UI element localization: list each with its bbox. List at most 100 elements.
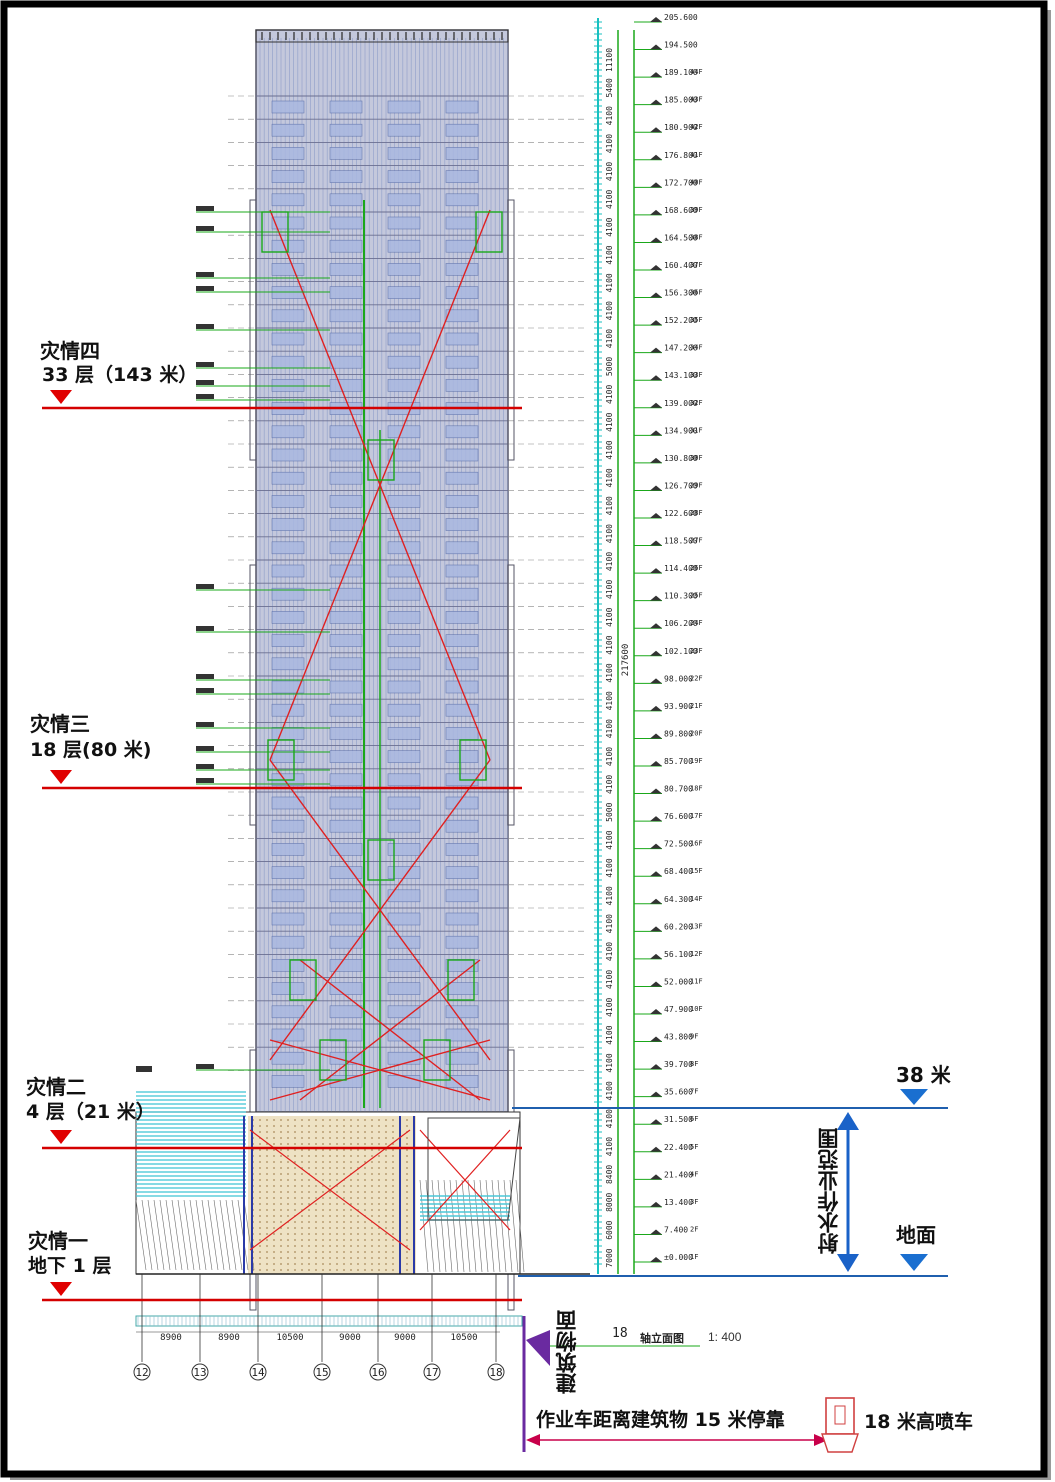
podium-dot xyxy=(392,1161,394,1163)
podium-dot xyxy=(322,1251,324,1253)
elevation-level: 164.500 xyxy=(664,233,698,242)
podium-dot xyxy=(315,1215,317,1217)
elevation-floor: 29F xyxy=(690,481,703,489)
window-block xyxy=(387,355,421,369)
axis-bubble xyxy=(133,1363,151,1381)
podium-dot xyxy=(287,1185,289,1187)
elevation-level: 13.400 xyxy=(664,1198,693,1207)
window-block xyxy=(271,796,305,810)
podium-dot xyxy=(378,1257,380,1259)
window-block xyxy=(387,1005,421,1019)
podium-hatch xyxy=(165,1199,177,1271)
podium-dot xyxy=(392,1203,394,1205)
podium-dot xyxy=(287,1263,289,1265)
elevation-level: 60.200 xyxy=(664,922,693,931)
window-block xyxy=(271,935,305,949)
elevation-floor: 4F xyxy=(690,1170,698,1178)
leader-tag xyxy=(196,778,214,783)
podium-dot xyxy=(371,1197,373,1199)
window-block xyxy=(445,982,479,995)
podium-dot xyxy=(336,1131,338,1133)
bay-width: 10500 xyxy=(276,1333,303,1343)
podium-dot xyxy=(301,1137,303,1139)
elevation-level: 68.400 xyxy=(664,867,693,876)
window-block xyxy=(329,959,363,972)
window-block xyxy=(387,680,421,694)
window-block xyxy=(271,564,305,578)
elevation-floor: 27F xyxy=(690,537,703,545)
window-block xyxy=(271,1051,305,1065)
podium-dot xyxy=(301,1227,303,1229)
window-block xyxy=(329,425,363,439)
podium-dot xyxy=(301,1215,303,1217)
podium-dot xyxy=(343,1161,345,1163)
floor-height: 4100 xyxy=(605,552,614,571)
elevation-marker xyxy=(650,1201,662,1207)
podium-dot xyxy=(336,1143,338,1145)
truck-distance-label: 作业车距离建筑物 15 米停靠 xyxy=(536,1409,785,1431)
podium-dot xyxy=(357,1239,359,1241)
window-block xyxy=(271,982,305,995)
podium-dot xyxy=(315,1227,317,1229)
podium-dot xyxy=(392,1263,394,1265)
podium-dot xyxy=(392,1239,394,1241)
window-block xyxy=(445,889,479,903)
podium-dot xyxy=(315,1209,317,1211)
podium-dot xyxy=(266,1203,268,1205)
truck-arrow-left xyxy=(526,1434,540,1446)
podium-dot xyxy=(378,1233,380,1235)
podium-dot xyxy=(343,1203,345,1205)
podium-dot xyxy=(315,1119,317,1121)
podium-dot xyxy=(315,1161,317,1163)
window-block xyxy=(271,866,305,879)
podium-dot xyxy=(280,1167,282,1169)
podium-dot xyxy=(385,1221,387,1223)
podium-dot xyxy=(364,1269,366,1271)
axis-number: 12 xyxy=(135,1366,148,1379)
annotation-bracket xyxy=(319,1039,347,1081)
podium-dot xyxy=(371,1245,373,1247)
podium-dot xyxy=(371,1257,373,1259)
window-block xyxy=(329,239,363,253)
window-block xyxy=(387,1051,421,1065)
leader-tag xyxy=(196,626,214,631)
elevation-floor: 36F xyxy=(690,289,703,297)
window-block xyxy=(329,355,363,369)
elevation-marker xyxy=(650,788,662,794)
foundation-band xyxy=(135,1315,523,1327)
triangle-down-blue-icon xyxy=(900,1254,928,1271)
leader-tag xyxy=(196,1064,214,1069)
podium-dot xyxy=(350,1209,352,1211)
window-block xyxy=(387,1028,421,1042)
podium-dot xyxy=(371,1179,373,1181)
podium-dot xyxy=(371,1155,373,1157)
elevation-marker xyxy=(650,17,662,22)
podium-dot xyxy=(266,1191,268,1193)
podium-dot xyxy=(294,1227,296,1229)
podium-dot xyxy=(364,1263,366,1265)
floor-height: 4100 xyxy=(605,747,614,766)
podium-dot xyxy=(357,1143,359,1145)
podium-dot xyxy=(378,1179,380,1181)
podium-dot xyxy=(392,1245,394,1247)
window-block xyxy=(329,657,363,671)
podium-hatch xyxy=(177,1199,189,1271)
podium-dot xyxy=(301,1197,303,1199)
elevation-marker xyxy=(650,871,662,877)
elevation-floor: 21F xyxy=(690,702,703,710)
podium-dot xyxy=(406,1161,408,1163)
podium-dot xyxy=(385,1227,387,1229)
podium-dot xyxy=(364,1155,366,1157)
window-block xyxy=(445,750,479,763)
elevation-floor: 37F xyxy=(690,261,703,269)
podium-dot xyxy=(385,1149,387,1151)
elevation-marker xyxy=(650,926,662,932)
podium-dot xyxy=(336,1221,338,1223)
podium-dot xyxy=(287,1137,289,1139)
window-block xyxy=(445,935,479,949)
podium-dot xyxy=(308,1143,310,1145)
podium-dot xyxy=(371,1173,373,1175)
window-block xyxy=(387,216,421,230)
podium-dot xyxy=(364,1203,366,1205)
podium-dot xyxy=(357,1125,359,1127)
